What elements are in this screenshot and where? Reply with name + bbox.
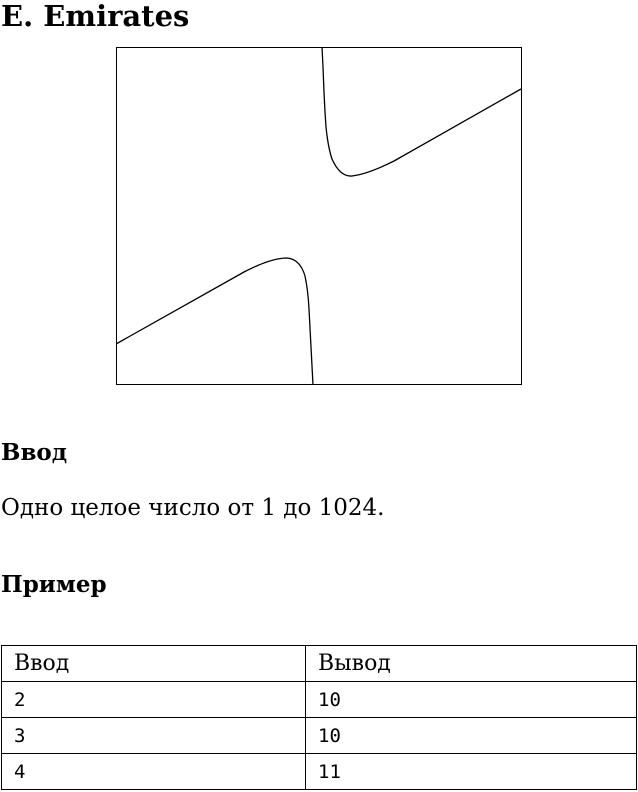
examples-table: Ввод Вывод 2 10 3 10 4 11 [1, 645, 637, 790]
lower-left-curve [116, 257, 314, 385]
hyperbola-figure [116, 47, 522, 385]
header-output: Вывод [305, 645, 637, 682]
cell-input: 3 [1, 717, 306, 754]
cell-input: 2 [1, 681, 306, 718]
cell-output: 11 [305, 753, 637, 790]
hyperbola-graph [116, 47, 522, 385]
input-description: Одно целое число от 1 до 1024. [1, 495, 385, 521]
table-row: 3 10 [1, 717, 637, 754]
upper-right-curve [321, 47, 522, 177]
table-row: 4 11 [1, 753, 637, 790]
header-input: Ввод [1, 645, 306, 682]
example-heading: Пример [1, 571, 107, 598]
cell-input: 4 [1, 753, 306, 790]
figure-frame [116, 47, 522, 385]
table-header-row: Ввод Вывод [1, 645, 637, 682]
cell-output: 10 [305, 681, 637, 718]
cell-output: 10 [305, 717, 637, 754]
table-row: 2 10 [1, 681, 637, 718]
input-heading: Ввод [1, 439, 68, 466]
problem-title: E. Emirates [1, 0, 190, 33]
